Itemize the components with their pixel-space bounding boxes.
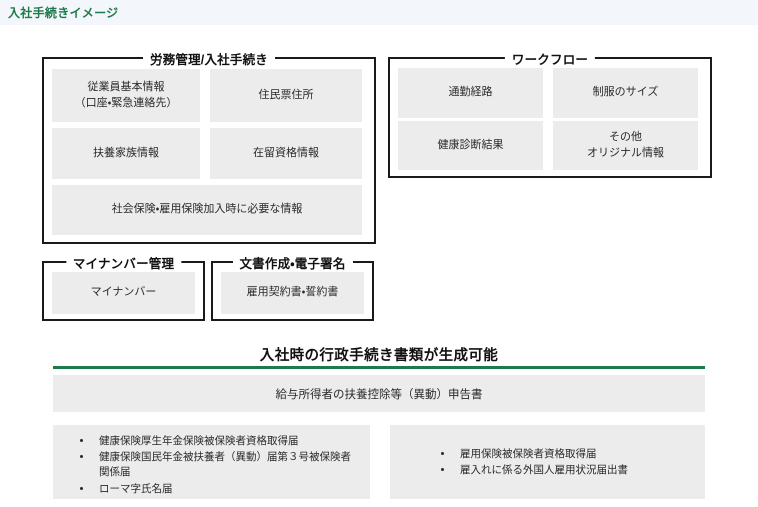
cell-line-1: 社会保険・雇用保険加入時に必要な情報 [111, 203, 303, 216]
page-title: 入社手続きイメージ [8, 6, 119, 20]
group-document-creation-esignature-title: 文書作成・電子署名 [232, 253, 353, 272]
cell-line-1: 健康診断結果 [437, 138, 504, 151]
group-my-number-management: マイナンバー管理 マイナンバー [42, 253, 205, 321]
cell-other-original-info: その他 オリジナル情報 [553, 121, 698, 170]
bottom-section-heading: 入社時の行政手続き書類が生成可能 [259, 348, 499, 364]
cell-health-checkup-result: 健康診断結果 [398, 121, 543, 170]
cell-line-1: 在留資格情報 [253, 146, 319, 159]
list-item: ローマ字氏名届 [93, 482, 360, 497]
cell-line-1: マイナンバー [90, 286, 157, 299]
cell-commute-route: 通勤経路 [398, 68, 543, 118]
cell-line-2: オリジナル情報 [587, 146, 664, 159]
bottom-section-divider [53, 366, 705, 369]
cell-line-1: その他 [609, 130, 642, 143]
cell-line-1: 雇用契約書・誓約書 [246, 286, 339, 299]
group-document-creation-esignature: 文書作成・電子署名 雇用契約書・誓約書 [211, 253, 374, 321]
cell-my-number: マイナンバー [52, 272, 195, 314]
cell-employee-basic-info: 従業員基本情報 （口座・緊急連絡先） [52, 69, 200, 122]
group-labor-management: 労務管理/入社手続き 従業員基本情報 （口座・緊急連絡先） 住民票住所 扶養家族… [42, 49, 376, 244]
cell-line-1: 従業員基本情報 [87, 80, 165, 93]
list-item: 雇用保険被保険者資格取得届 [454, 447, 695, 462]
document-list-right: 雇用保険被保険者資格取得届 雇入れに係る外国人雇用状況届出書 [432, 447, 695, 478]
group-workflow: ワークフロー 通勤経路 制服のサイズ 健康診断結果 その他 オリジナル情報 [388, 49, 712, 178]
document-list-left: 健康保険厚生年金保険被保険者資格取得届 健康保険国民年金被扶養者（異動）届第３号… [71, 434, 360, 497]
cell-insurance-enrollment-info: 社会保険・雇用保険加入時に必要な情報 [52, 185, 362, 235]
group-my-number-management-title: マイナンバー管理 [65, 253, 182, 272]
list-item: 雇入れに係る外国人雇用状況届出書 [454, 463, 695, 478]
document-panel-right: 雇用保険被保険者資格取得届 雇入れに係る外国人雇用状況届出書 [390, 425, 705, 499]
list-item: 健康保険国民年金被扶養者（異動）届第３号被保険者関係届 [93, 450, 360, 480]
group-workflow-title: ワークフロー [504, 49, 596, 68]
document-panel-withholding-declaration: 給与所得者の扶養控除等（異動）申告書 [53, 375, 705, 412]
cell-dependent-family-info: 扶養家族情報 [52, 128, 200, 179]
cell-line-1: 住民票住所 [258, 88, 314, 101]
cell-line-1: 制服のサイズ [592, 86, 659, 99]
cell-residence-status-info: 在留資格情報 [210, 128, 362, 179]
header-band [0, 0, 758, 25]
cell-line-2: （口座・緊急連絡先） [74, 96, 178, 109]
group-labor-management-title: 労務管理/入社手続き [143, 49, 275, 68]
cell-line-1: 扶養家族情報 [93, 146, 159, 159]
cell-residence-certificate-address: 住民票住所 [210, 69, 362, 122]
cell-line-1: 通勤経路 [448, 86, 493, 99]
document-panel-left: 健康保険厚生年金保険被保険者資格取得届 健康保険国民年金被扶養者（異動）届第３号… [53, 425, 370, 499]
document-label: 給与所得者の扶養控除等（異動）申告書 [275, 388, 483, 401]
list-item: 健康保険厚生年金保険被保険者資格取得届 [93, 434, 360, 449]
cell-uniform-size: 制服のサイズ [553, 68, 698, 118]
cell-employment-contract-pledge: 雇用契約書・誓約書 [221, 272, 364, 314]
